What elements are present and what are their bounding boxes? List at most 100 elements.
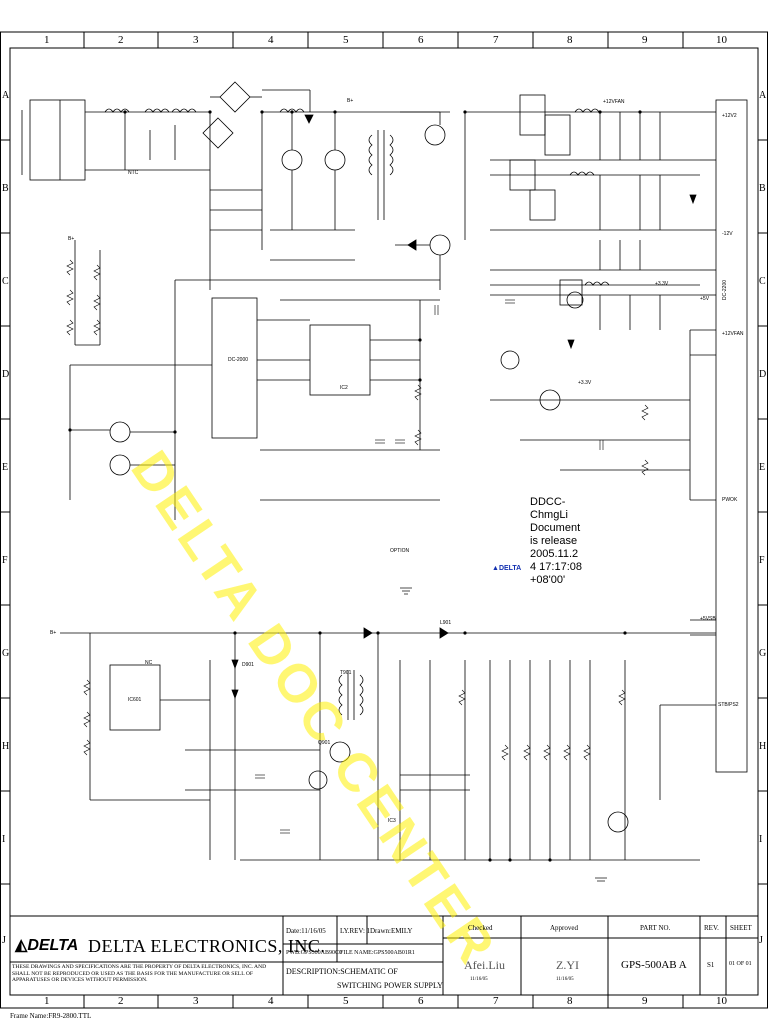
- sheet-label: SHEET: [730, 924, 752, 932]
- delta-triangle-logo-icon: ◭: [15, 937, 28, 954]
- grid-col-4-bottom: 4: [268, 995, 274, 1007]
- grid-row-a: A: [2, 90, 10, 101]
- pwb-field: PWB:GPS500AB90C0: [286, 950, 343, 956]
- ic601-label: IC601: [128, 697, 142, 703]
- grid-col-8: 8: [567, 34, 573, 46]
- net-pwok: PWOK: [722, 497, 738, 503]
- lyrev-field: LY.REV: 1: [340, 927, 371, 935]
- net-label-bplus-3: B+: [50, 630, 57, 636]
- grid-row-i: I: [2, 834, 6, 845]
- grid-col-10: 10: [716, 34, 727, 46]
- net-3v3: +3.3V: [578, 380, 592, 386]
- sheet-value: 01 OF 01: [729, 961, 752, 967]
- grid-col-6-bottom: 6: [418, 995, 424, 1007]
- grid-col-4: 4: [268, 34, 274, 46]
- net-label-bplus: B+: [347, 98, 354, 104]
- company-name: DELTA ELECTRONICS, INC.: [88, 936, 326, 956]
- grid-col-5: 5: [343, 34, 349, 46]
- date-field: Date:11/16/05: [286, 927, 326, 935]
- d901-label: D901: [242, 662, 254, 668]
- stamp-line-6: 4 17:17:08: [530, 561, 582, 573]
- rev-value: S1: [707, 961, 715, 969]
- filename-field: FILE NAME:GPS500AB01R1: [340, 950, 415, 956]
- grid-row-h: H: [2, 741, 10, 752]
- grid-row-j: J: [2, 935, 6, 946]
- description-value-2: SWITCHING POWER SUPPLY: [337, 981, 443, 990]
- grid-row-d: D: [2, 369, 10, 380]
- grid-row-b-right: B: [759, 183, 766, 194]
- grid-row-i-right: I: [759, 834, 763, 845]
- stamp-line-5: 2005.11.2: [530, 548, 579, 560]
- grid-col-3: 3: [193, 34, 199, 46]
- grid-row-f: F: [2, 555, 8, 566]
- approved-label: Approved: [550, 924, 578, 932]
- grid-col-7-bottom: 7: [493, 995, 499, 1007]
- grid-row-h-right: H: [759, 741, 767, 752]
- dc2000-label: DC-2000: [228, 357, 249, 363]
- grid-col-3-bottom: 3: [193, 995, 199, 1007]
- grid-row-e-right: E: [759, 462, 766, 473]
- checked-name: Afei.Liu: [464, 958, 505, 972]
- net-minus12v: -12V: [722, 231, 733, 237]
- delta-logo: ◭DELTA: [15, 937, 79, 954]
- disclaimer: THESE DRAWINGS AND SPECIFICATIONS ARE TH…: [12, 964, 267, 984]
- grid-col-10-bottom: 10: [716, 995, 727, 1007]
- grid-col-8-bottom: 8: [567, 995, 573, 1007]
- stamp-line-3: Document: [530, 522, 581, 534]
- net-stbps2: STB/PS2: [718, 702, 739, 708]
- grid-col-7: 7: [493, 34, 499, 46]
- grid-col-1-bottom: 1: [44, 995, 50, 1007]
- net-12vfan: +12VFAN: [603, 99, 625, 105]
- grid-col-2: 2: [118, 34, 124, 46]
- grid-col-9: 9: [642, 34, 648, 46]
- grid-row-c-right: C: [759, 276, 766, 287]
- checked-label: Checked: [468, 924, 493, 932]
- grid-row-j-right: J: [759, 935, 763, 946]
- checked-date: 11/16/05: [470, 977, 488, 982]
- grid-col-1: 1: [44, 34, 50, 46]
- grid-row-e: E: [2, 462, 9, 473]
- grid-row-c: C: [2, 276, 9, 287]
- net-3v3-b: +3.3V: [655, 281, 669, 287]
- grid-row-g: G: [2, 648, 10, 659]
- stamp-delta-logo: ▲DELTA: [492, 565, 522, 572]
- net-5v: +5V: [700, 296, 710, 302]
- partno-label: PART NO.: [640, 924, 671, 932]
- drawn-field: Drawn:EMILY: [370, 927, 413, 935]
- grid-col-5-bottom: 5: [343, 995, 349, 1007]
- rev-label: REV.: [704, 924, 719, 932]
- frame-name-footer: Frame Name:FR9-2800.TTL: [10, 1012, 92, 1020]
- q901-label: Q901: [318, 740, 331, 746]
- l901-label: L901: [440, 620, 452, 626]
- grid-col-6: 6: [418, 34, 424, 46]
- approved-name: Z.YI: [556, 958, 579, 972]
- option-label: OPTION: [390, 548, 410, 554]
- ic601-box: [109, 664, 161, 731]
- release-stamp: DDCC- ChmgLi Document is release 2005.11…: [530, 496, 600, 587]
- grid-row-g-right: G: [759, 648, 767, 659]
- partno-value: GPS-500AB A: [621, 959, 687, 971]
- dc2000-box: [211, 297, 258, 439]
- stamp-line-2: ChmgLi: [530, 509, 568, 521]
- dc2200-label: DC-2200: [722, 279, 728, 300]
- grid-col-2-bottom: 2: [118, 995, 124, 1007]
- approved-date: 11/16/05: [556, 977, 574, 982]
- net-12v2: +12V2: [722, 113, 737, 119]
- net-12vfan-2: +12VFAN: [722, 331, 744, 337]
- t901-label: T901: [340, 670, 352, 676]
- stamp-line-1: DDCC-: [530, 496, 566, 508]
- description-field: DESCRIPTION:SCHEMATIC OF: [286, 967, 398, 976]
- ntc-label: NTC: [128, 170, 139, 176]
- stamp-line-7: +08'00': [530, 574, 566, 586]
- grid-row-f-right: F: [759, 555, 765, 566]
- grid-row-a-right: A: [759, 90, 767, 101]
- ic3-label: IC3: [388, 818, 396, 824]
- net-5vsb: +5VSB: [700, 616, 716, 622]
- output-connector-box: [715, 99, 748, 773]
- grid-col-9-bottom: 9: [642, 995, 648, 1007]
- net-label-bplus-2: B+: [68, 236, 75, 242]
- nc-label: NC: [145, 660, 153, 666]
- stamp-line-4: is release: [530, 535, 578, 547]
